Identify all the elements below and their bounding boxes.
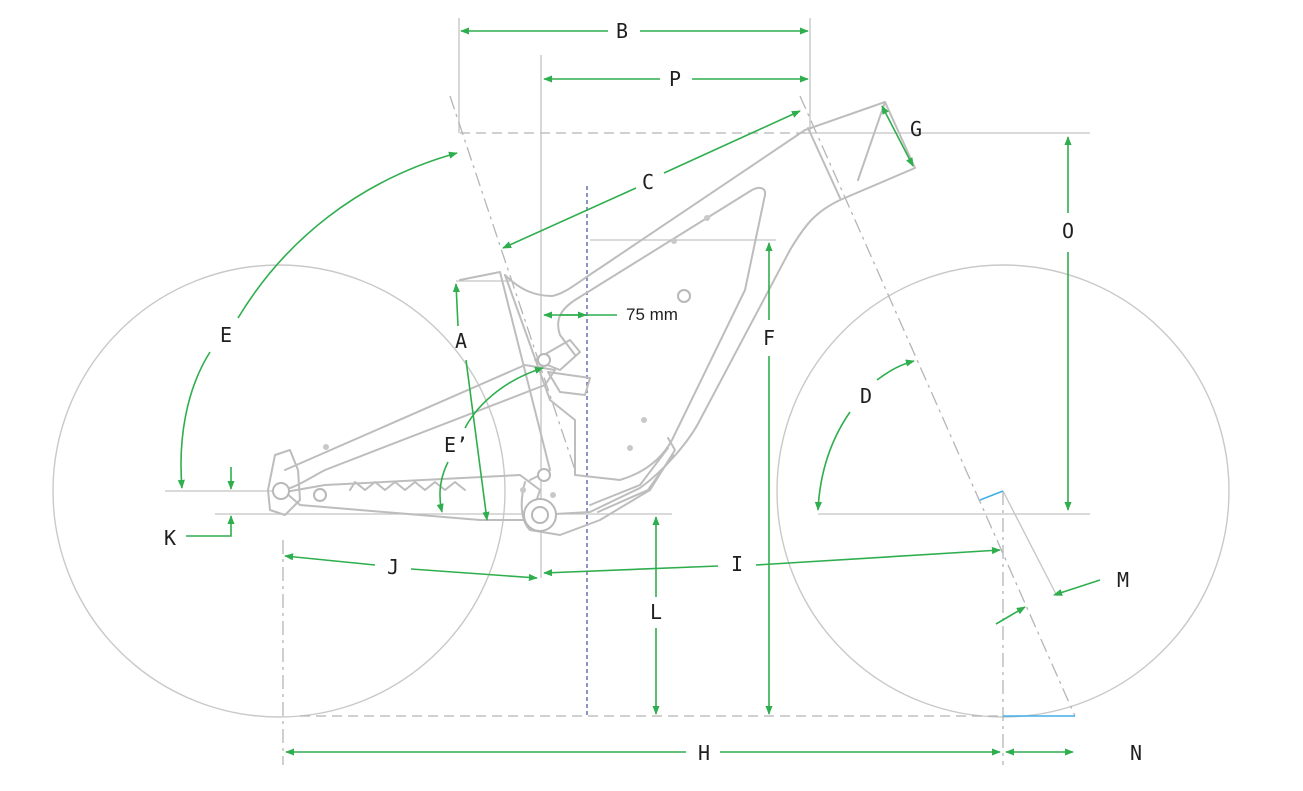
dimension-i-arrow-right xyxy=(755,546,1001,566)
fork-offset xyxy=(979,490,1075,717)
front-triangle-outline xyxy=(504,101,916,515)
bottom-bracket-inner xyxy=(531,506,549,524)
dimension-labels: B P C G O F A E E’ D K J I L M H N 75 mm xyxy=(164,19,1142,765)
motor-guard xyxy=(589,447,669,506)
dimension-a-arrow-up xyxy=(452,283,460,327)
label-k: K xyxy=(164,526,176,550)
label-c: C xyxy=(642,170,654,194)
label-b: B xyxy=(616,19,628,43)
seat-stay xyxy=(284,364,556,489)
dimension-c-arrow-upper xyxy=(663,110,801,174)
rear-axle-pivot xyxy=(272,482,290,500)
dimension-e-prime-arrow-lower xyxy=(436,461,449,513)
dimension-d-arrow-upper xyxy=(876,359,915,381)
main-pivot xyxy=(537,468,551,482)
head-tube xyxy=(807,101,886,199)
steering-axis-line xyxy=(799,95,1076,717)
label-m: M xyxy=(1117,568,1129,592)
dimension-a-arrow-down xyxy=(465,359,490,521)
shock-mount xyxy=(677,289,691,303)
bike-frame xyxy=(267,101,916,536)
bottle-bolt-2 xyxy=(671,238,677,244)
dimension-m-arrow-inner xyxy=(995,606,1026,625)
seat-tube-rear xyxy=(504,274,576,476)
rocker-pivot xyxy=(537,353,551,367)
seat-tube-axis-line xyxy=(449,95,576,471)
dimension-c-arrow-lower xyxy=(502,187,637,249)
bb-bolt-1 xyxy=(520,487,526,493)
reference-lines xyxy=(165,18,1090,765)
front-triangle-inner xyxy=(557,186,767,481)
label-i: I xyxy=(731,552,743,576)
label-n: N xyxy=(1130,741,1142,765)
dimension-d-arrow-lower xyxy=(814,411,851,511)
label-p: P xyxy=(669,67,681,91)
label-h: H xyxy=(698,741,710,765)
dimension-g-arrow xyxy=(881,105,914,167)
dimension-j-arrow-left xyxy=(284,553,376,566)
dimension-e-arrow-upper xyxy=(237,151,458,319)
label-e-prime: E’ xyxy=(444,433,468,457)
label-g: G xyxy=(910,117,922,141)
bottle-bolt-1 xyxy=(704,215,710,221)
dimension-m-arrow xyxy=(1053,579,1101,596)
chainstay-pivot xyxy=(313,488,327,502)
rocker-link xyxy=(534,339,581,371)
brake-mount xyxy=(323,444,329,450)
bb-bolt-2 xyxy=(550,492,556,498)
dimension-k-arrow-up xyxy=(186,515,235,537)
dimension-e-arrow-lower xyxy=(177,351,211,489)
label-j: J xyxy=(387,555,399,579)
rear-dropout xyxy=(267,449,301,516)
label-o: O xyxy=(1062,219,1074,243)
dimension-j-arrow-right xyxy=(410,568,538,582)
chain-stay-ribs xyxy=(349,481,466,491)
label-f: F xyxy=(763,326,775,350)
frame-pivots xyxy=(272,215,710,532)
motor-guard-2 xyxy=(597,454,674,513)
label-a: A xyxy=(455,329,467,353)
rocker-link-lower xyxy=(547,371,591,396)
label-d: D xyxy=(860,384,872,408)
offset-mark-top xyxy=(979,490,1004,501)
dimension-e-prime-arrow-upper xyxy=(464,366,544,429)
dimension-i-arrow-left xyxy=(543,565,719,577)
cable-port-2 xyxy=(627,445,633,451)
label-l: L xyxy=(650,600,662,624)
label-75-mm: 75 mm xyxy=(626,305,678,324)
cable-port-1 xyxy=(641,417,647,423)
label-e: E xyxy=(220,323,232,347)
dimension-arrows xyxy=(177,27,1101,756)
fork-offset-helper xyxy=(1002,490,1058,597)
rear-wheel xyxy=(52,264,506,718)
